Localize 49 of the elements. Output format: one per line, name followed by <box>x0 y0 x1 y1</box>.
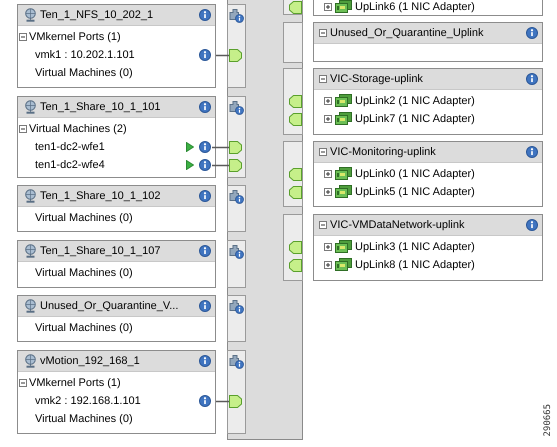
tree-item-label: Virtual Machines (0) <box>35 211 133 225</box>
uplink-group-panel <box>313 214 543 281</box>
panel-title: VIC-Storage-uplink <box>330 72 423 86</box>
vmkernel-port-label: vmk2 : 192.168.1.101 <box>35 394 141 408</box>
connector-line <box>216 54 229 56</box>
panel-title: VIC-VMDataNetwork-uplink <box>330 218 464 232</box>
port-group-panel <box>17 240 216 288</box>
port-icon <box>229 395 242 408</box>
uplink-label: UpLink3 (1 NIC Adapter) <box>355 240 475 254</box>
port-group-panel <box>17 350 216 434</box>
port-group-panel <box>17 295 216 342</box>
uplink-label: UpLink6 (1 NIC Adapter) <box>355 0 475 14</box>
panel-title: vMotion_192_168_1 <box>40 354 140 368</box>
panel-title: Ten_1_Share_10_1_101 <box>40 100 161 114</box>
vm-name-label: ten1-dc2-wfe1 <box>35 140 105 154</box>
tree-group-label: Virtual Machines (2) <box>29 122 127 136</box>
uplink-label: UpLink7 (1 NIC Adapter) <box>355 112 475 126</box>
uplink-group-panel <box>313 22 543 62</box>
panel-title: Unused_Or_Quarantine_Uplink <box>330 26 484 40</box>
tree-item-label: Virtual Machines (0) <box>35 412 133 426</box>
panel-title: Ten_1_Share_10_1_107 <box>40 244 161 258</box>
panel-title: VIC-Monitoring-uplink <box>330 145 436 159</box>
uplink-group-panel <box>313 141 543 207</box>
tree-group-label: VMkernel Ports (1) <box>29 30 121 44</box>
vmkernel-port-label: vmk1 : 10.202.1.101 <box>35 48 135 62</box>
uplink-label: UpLink8 (1 NIC Adapter) <box>355 258 475 272</box>
tree-group-label: VMkernel Ports (1) <box>29 376 121 390</box>
port-group-panel <box>17 96 216 178</box>
figure-number: 290665 <box>543 404 553 437</box>
port-group-panel <box>17 4 216 88</box>
vm-name-label: ten1-dc2-wfe4 <box>35 158 105 172</box>
uplink-group-panel <box>313 68 543 135</box>
connector-line <box>212 164 229 166</box>
panel-title: Unused_Or_Quarantine_V... <box>40 299 178 313</box>
uplink-label: UpLink5 (1 NIC Adapter) <box>355 185 475 199</box>
uplink-label: UpLink0 (1 NIC Adapter) <box>355 167 475 181</box>
panel-title: Ten_1_Share_10_1_102 <box>40 189 161 203</box>
uplink-group-panel <box>313 0 543 16</box>
port-icon <box>229 49 242 62</box>
tree-item-label: Virtual Machines (0) <box>35 321 133 335</box>
connector-line <box>216 400 229 402</box>
panel-title: Ten_1_NFS_10_202_1 <box>40 8 154 22</box>
tree-item-label: Virtual Machines (0) <box>35 266 133 280</box>
port-icon <box>229 159 242 172</box>
port-icon <box>229 141 242 154</box>
uplink-label: UpLink2 (1 NIC Adapter) <box>355 94 475 108</box>
port-group-panel <box>17 185 216 232</box>
tree-item-label: Virtual Machines (0) <box>35 66 133 80</box>
connector-line <box>212 146 229 148</box>
